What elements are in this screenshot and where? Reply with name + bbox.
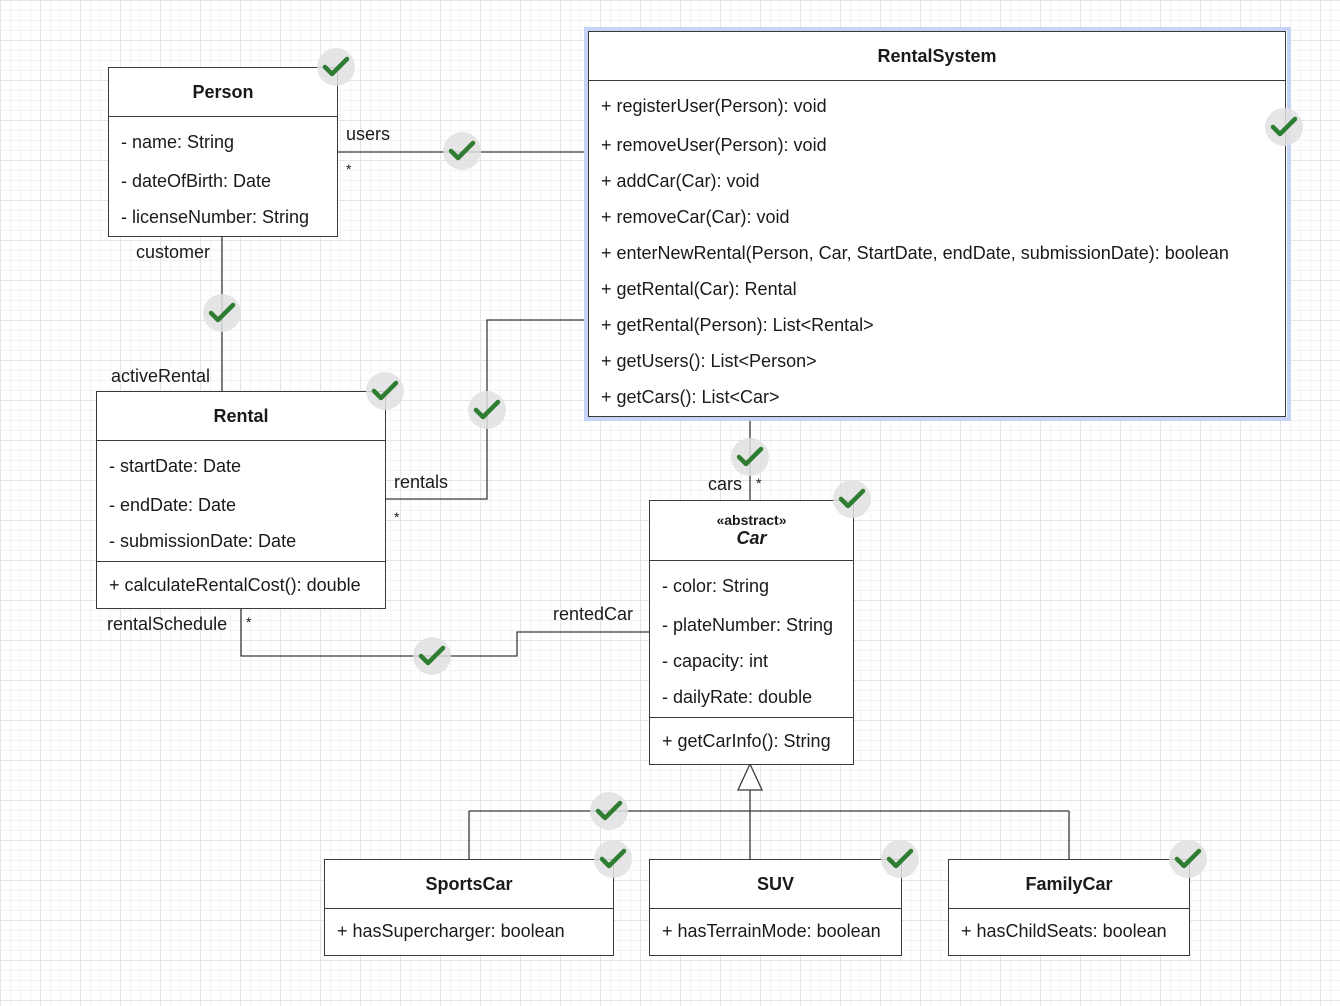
check-icon [317, 48, 355, 86]
attribute: - dailyRate: double [662, 687, 813, 707]
method: + getRental(Car): Rental [601, 279, 797, 299]
check-icon [468, 391, 506, 429]
generalization-arrowhead [736, 762, 764, 791]
class-car-header: «abstract» Car [650, 501, 853, 561]
class-family-car-attributes: + hasChildSeats: boolean [949, 909, 1189, 953]
class-rental-system-methods: + registerUser(Person): void + removeUse… [589, 81, 1285, 421]
multiplicity-users: * [346, 161, 352, 177]
attribute: - endDate: Date [109, 495, 237, 515]
attribute: + hasSupercharger: boolean [337, 921, 565, 941]
label-rental-schedule: rentalSchedule [107, 614, 228, 634]
class-rental-system[interactable]: RentalSystem + registerUser(Person): voi… [588, 31, 1286, 417]
class-rental-methods: + calculateRentalCost(): double [97, 561, 385, 608]
class-car-attributes: - color: String - plateNumber: String - … [650, 561, 853, 717]
label-rentals: rentals [394, 472, 449, 492]
attribute: - startDate: Date [109, 456, 242, 476]
method: + calculateRentalCost(): double [109, 575, 361, 595]
method: + removeCar(Car): void [601, 207, 790, 227]
check-icon [881, 840, 919, 878]
check-icon [413, 637, 451, 675]
class-rental[interactable]: Rental - startDate: Date - endDate: Date… [96, 391, 386, 609]
attribute: + hasTerrainMode: boolean [662, 921, 881, 941]
class-person-attributes: - name: String - dateOfBirth: Date - lic… [109, 117, 337, 241]
check-icon [1169, 840, 1207, 878]
multiplicity-cars: * [756, 475, 762, 491]
attribute: - color: String [662, 576, 770, 596]
label-active-rental: activeRental [111, 366, 211, 386]
class-sports-car-name: SportsCar [325, 860, 613, 909]
check-icon [731, 438, 769, 476]
attribute: - licenseNumber: String [121, 207, 310, 227]
label-rented-car: rentedCar [553, 604, 634, 624]
class-family-car-name: FamilyCar [949, 860, 1189, 909]
class-car-name: Car [736, 528, 767, 548]
method: + addCar(Car): void [601, 171, 760, 191]
label-customer: customer [136, 242, 211, 262]
check-icon [590, 792, 628, 830]
check-icon [366, 372, 404, 410]
class-suv-attributes: + hasTerrainMode: boolean [650, 909, 901, 953]
class-rental-attributes: - startDate: Date - endDate: Date - subm… [97, 441, 385, 561]
class-rental-system-name: RentalSystem [589, 32, 1285, 81]
class-suv-name: SUV [650, 860, 901, 909]
method: + registerUser(Person): void [601, 96, 827, 116]
method: + getUsers(): List<Person> [601, 351, 817, 371]
class-suv[interactable]: SUV + hasTerrainMode: boolean [649, 859, 902, 956]
multiplicity-rentals: * [394, 509, 400, 525]
check-icon [833, 480, 871, 518]
label-cars: cars [708, 474, 743, 494]
attribute: - capacity: int [662, 651, 769, 671]
class-car-stereotype: «abstract» [716, 512, 787, 528]
selection-outline [584, 27, 1291, 421]
class-person[interactable]: Person - name: String - dateOfBirth: Dat… [108, 67, 338, 237]
attribute: - submissionDate: Date [109, 531, 297, 551]
class-car[interactable]: «abstract» Car - color: String - plateNu… [649, 500, 854, 765]
class-rental-name: Rental [97, 392, 385, 441]
attribute: - plateNumber: String [662, 615, 834, 635]
attribute: - name: String [121, 132, 235, 152]
class-family-car[interactable]: FamilyCar + hasChildSeats: boolean [948, 859, 1190, 956]
check-icon [594, 840, 632, 878]
class-sports-car[interactable]: SportsCar + hasSupercharger: boolean [324, 859, 614, 956]
check-icon [443, 132, 481, 170]
check-icon [203, 294, 241, 332]
attribute: + hasChildSeats: boolean [961, 921, 1167, 941]
method: + getCars(): List<Car> [601, 387, 780, 407]
method: + getCarInfo(): String [662, 731, 831, 751]
method: + getRental(Person): List<Rental> [601, 315, 874, 335]
attribute: - dateOfBirth: Date [121, 171, 272, 191]
class-car-methods: + getCarInfo(): String [650, 717, 853, 764]
multiplicity-rental-schedule: * [246, 614, 252, 630]
method: + removeUser(Person): void [601, 135, 827, 155]
method: + enterNewRental(Person, Car, StartDate,… [601, 243, 1229, 263]
class-sports-car-attributes: + hasSupercharger: boolean [325, 909, 613, 953]
check-icon [1265, 108, 1303, 146]
label-users: users [346, 124, 391, 144]
association-rented-car [240, 608, 649, 657]
class-person-name: Person [109, 68, 337, 117]
